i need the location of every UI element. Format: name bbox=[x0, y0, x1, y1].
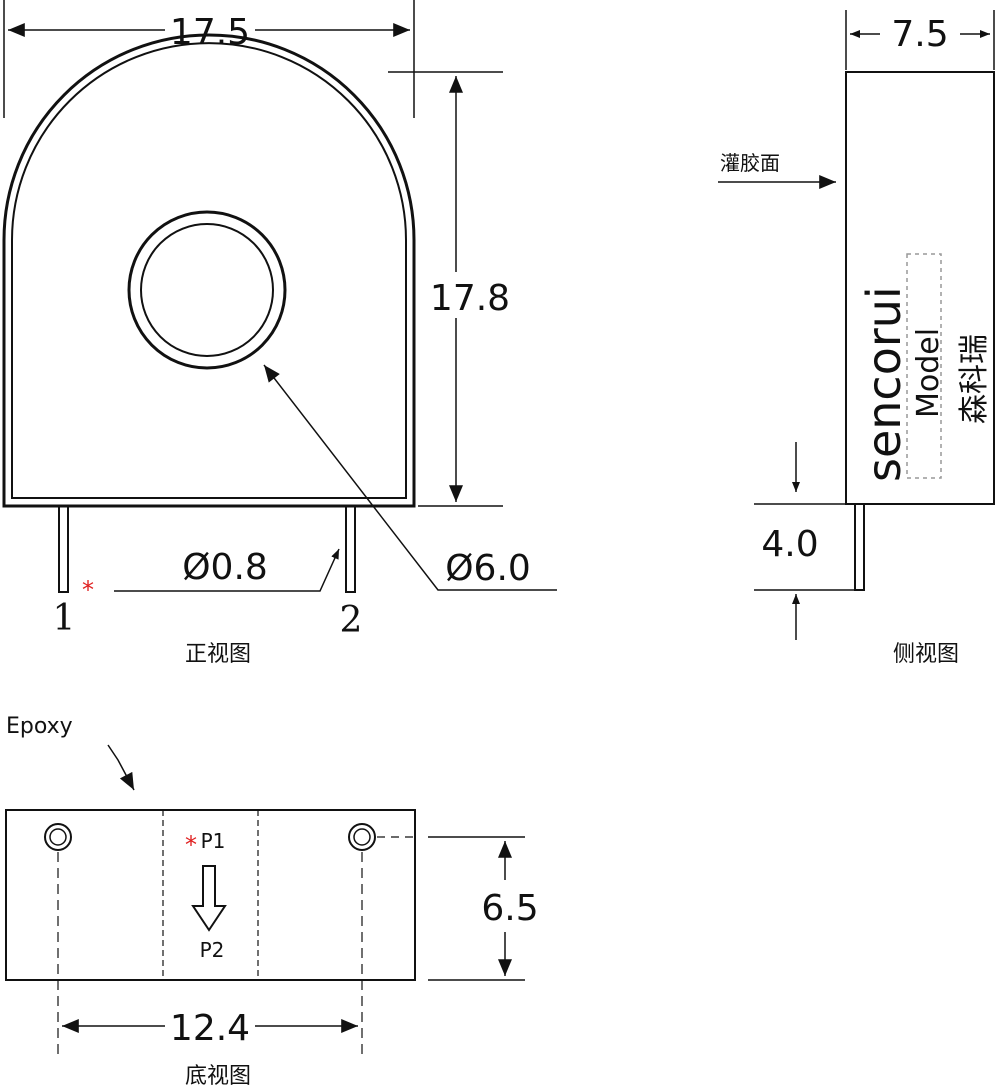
brand-cn-label: 森科瑞 bbox=[957, 334, 992, 424]
center-hole-outer bbox=[127, 210, 287, 370]
pin-dia-label: Ø0.8 bbox=[182, 547, 268, 588]
pitch-dim: 12.4 bbox=[170, 1008, 250, 1049]
p1-polarity-mark: * bbox=[185, 831, 197, 859]
side-view: 7.5 灌胶面 sencorui Model 森科瑞 4.0 侧视图 bbox=[718, 10, 995, 667]
hole-dia-leader bbox=[263, 364, 557, 591]
brand-label: sencorui bbox=[857, 286, 911, 482]
front-view: 17.5 17.8 Ø0.8 Ø6.0 1 * 2 正视图 bbox=[2, 0, 557, 667]
side-body bbox=[845, 71, 995, 505]
potting-face-label: 灌胶面 bbox=[720, 151, 780, 175]
p2-label: P2 bbox=[200, 938, 225, 962]
width-dim: 17.5 bbox=[170, 12, 250, 53]
hole-dia-label: Ø6.0 bbox=[445, 548, 531, 589]
bottom-height-dim: 6.5 bbox=[481, 888, 538, 929]
model-box bbox=[906, 253, 942, 479]
pin-1-label: 1 bbox=[53, 598, 76, 639]
front-view-caption: 正视图 bbox=[185, 642, 251, 667]
pin-dia-leader bbox=[114, 548, 340, 592]
bottom-pin-1-outer bbox=[44, 823, 72, 851]
front-body-inner-outline bbox=[11, 42, 407, 499]
pin-2-label: 2 bbox=[340, 600, 363, 641]
thickness-dim: 7.5 bbox=[891, 14, 948, 55]
current-direction-arrow bbox=[191, 865, 227, 932]
bottom-view-caption: 底视图 bbox=[185, 1064, 251, 1089]
p1-label: P1 bbox=[201, 829, 226, 853]
bottom-view: Epoxy * P1 P2 6.5 12.4 底视图 bbox=[5, 714, 539, 1089]
front-body-outline bbox=[2, 33, 416, 508]
bottom-pin-2-outer bbox=[348, 823, 376, 851]
pin-length-dim: 4.0 bbox=[761, 524, 818, 565]
pin-2 bbox=[345, 505, 356, 593]
epoxy-leader bbox=[107, 744, 135, 791]
bottom-pin-1-inner bbox=[49, 828, 67, 846]
bottom-pin-2-inner bbox=[353, 828, 371, 846]
epoxy-label: Epoxy bbox=[6, 714, 73, 739]
bottom-body bbox=[5, 809, 416, 981]
side-pin bbox=[854, 503, 865, 591]
pin-1-polarity-mark: * bbox=[82, 576, 94, 604]
side-view-caption: 侧视图 bbox=[893, 642, 959, 667]
height-dim: 17.8 bbox=[430, 278, 510, 319]
center-hole-inner bbox=[140, 223, 274, 357]
pin-1 bbox=[58, 505, 69, 593]
model-label: Model bbox=[911, 328, 946, 418]
